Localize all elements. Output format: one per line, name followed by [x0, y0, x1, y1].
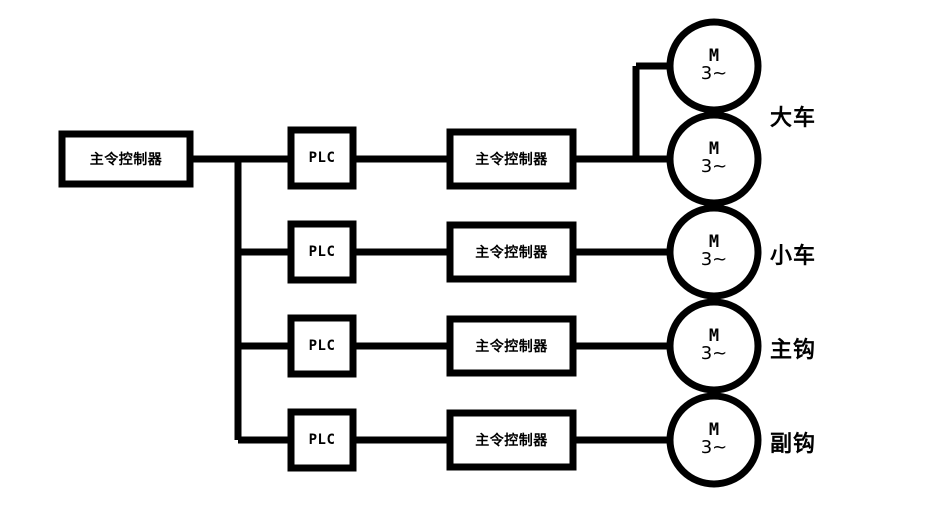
controller-box-1[interactable]	[446, 128, 577, 190]
motor-circle-3[interactable]	[666, 298, 762, 394]
plc-label-2: PLC	[308, 244, 336, 260]
motor-symbol-3: M	[708, 326, 720, 347]
side-label-fu-gou: 副钩	[770, 432, 817, 457]
side-label-zhu-gou: 主钩	[770, 338, 817, 363]
motor-circle-2[interactable]	[666, 204, 762, 300]
motor-symbol-4: M	[708, 420, 720, 441]
motor-text-1a: M 3~	[670, 22, 758, 110]
master-controller-box[interactable]	[58, 130, 194, 188]
motor-phase-3: 3~	[700, 342, 728, 364]
motor-circle-1a[interactable]	[666, 18, 762, 114]
controller-label-4: 主令控制器	[475, 433, 548, 449]
plc-box-2[interactable]	[287, 220, 357, 284]
motor-phase-1b: 3~	[700, 155, 728, 177]
motor-symbol-1b: M	[708, 139, 720, 160]
motor-phase-2: 3~	[700, 248, 728, 270]
controller-label-2: 主令控制器	[475, 245, 548, 261]
controller-label-1: 主令控制器	[475, 152, 548, 168]
plc-label-3: PLC	[308, 338, 336, 354]
side-label-xiao-che: 小车	[770, 244, 817, 269]
motor-symbol-1a: M	[708, 46, 720, 67]
motor-text-4: M 3~	[670, 396, 758, 484]
controller-label-3: 主令控制器	[475, 339, 548, 355]
controller-box-4[interactable]	[446, 409, 577, 471]
motor-text-1b: M 3~	[670, 115, 758, 203]
motor-text-2: M 3~	[670, 208, 758, 296]
motor-circle-1b[interactable]	[666, 111, 762, 207]
plc-box-4[interactable]	[287, 408, 357, 472]
plc-box-1[interactable]	[287, 126, 357, 190]
motor-phase-1a: 3~	[700, 62, 728, 84]
plc-label-1: PLC	[308, 150, 336, 166]
motor-circle-4[interactable]	[666, 392, 762, 488]
side-label-da-che: 大车	[770, 106, 817, 131]
master-controller-label: 主令控制器	[89, 152, 163, 168]
controller-box-2[interactable]	[446, 221, 577, 283]
motor-text-3: M 3~	[670, 302, 758, 390]
controller-box-3[interactable]	[446, 315, 577, 377]
plc-label-4: PLC	[308, 432, 336, 448]
plc-box-3[interactable]	[287, 314, 357, 378]
motor-symbol-2: M	[708, 232, 720, 253]
motor-phase-4: 3~	[700, 436, 728, 458]
